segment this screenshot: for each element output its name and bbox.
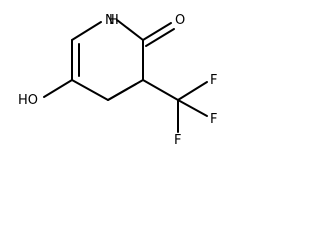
molecule-structure: N H O HO F F F bbox=[18, 13, 217, 148]
bond-c3-c4-inner bbox=[107, 83, 137, 101]
atom-o-label: O bbox=[175, 13, 185, 28]
bond-c3-cf3 bbox=[142, 79, 179, 101]
atom-n-hydrogen-label: H bbox=[109, 13, 119, 28]
atom-f1-label: F bbox=[210, 73, 217, 88]
bond-c2-o-second bbox=[145, 28, 175, 47]
bond-cf3-f2 bbox=[177, 99, 208, 117]
bond-c2-o bbox=[142, 22, 172, 41]
atom-f3-label: F bbox=[174, 133, 181, 148]
bond-c6-n bbox=[71, 21, 102, 41]
atom-oh-label: HO bbox=[18, 93, 38, 108]
bond-cf3-f1 bbox=[177, 81, 208, 101]
bond-c4-c5 bbox=[71, 79, 109, 101]
atom-f2-label: F bbox=[210, 112, 217, 127]
bond-c5-oh bbox=[43, 79, 73, 98]
atom-n-label: N bbox=[105, 13, 115, 28]
bond-n-c2 bbox=[116, 19, 144, 41]
